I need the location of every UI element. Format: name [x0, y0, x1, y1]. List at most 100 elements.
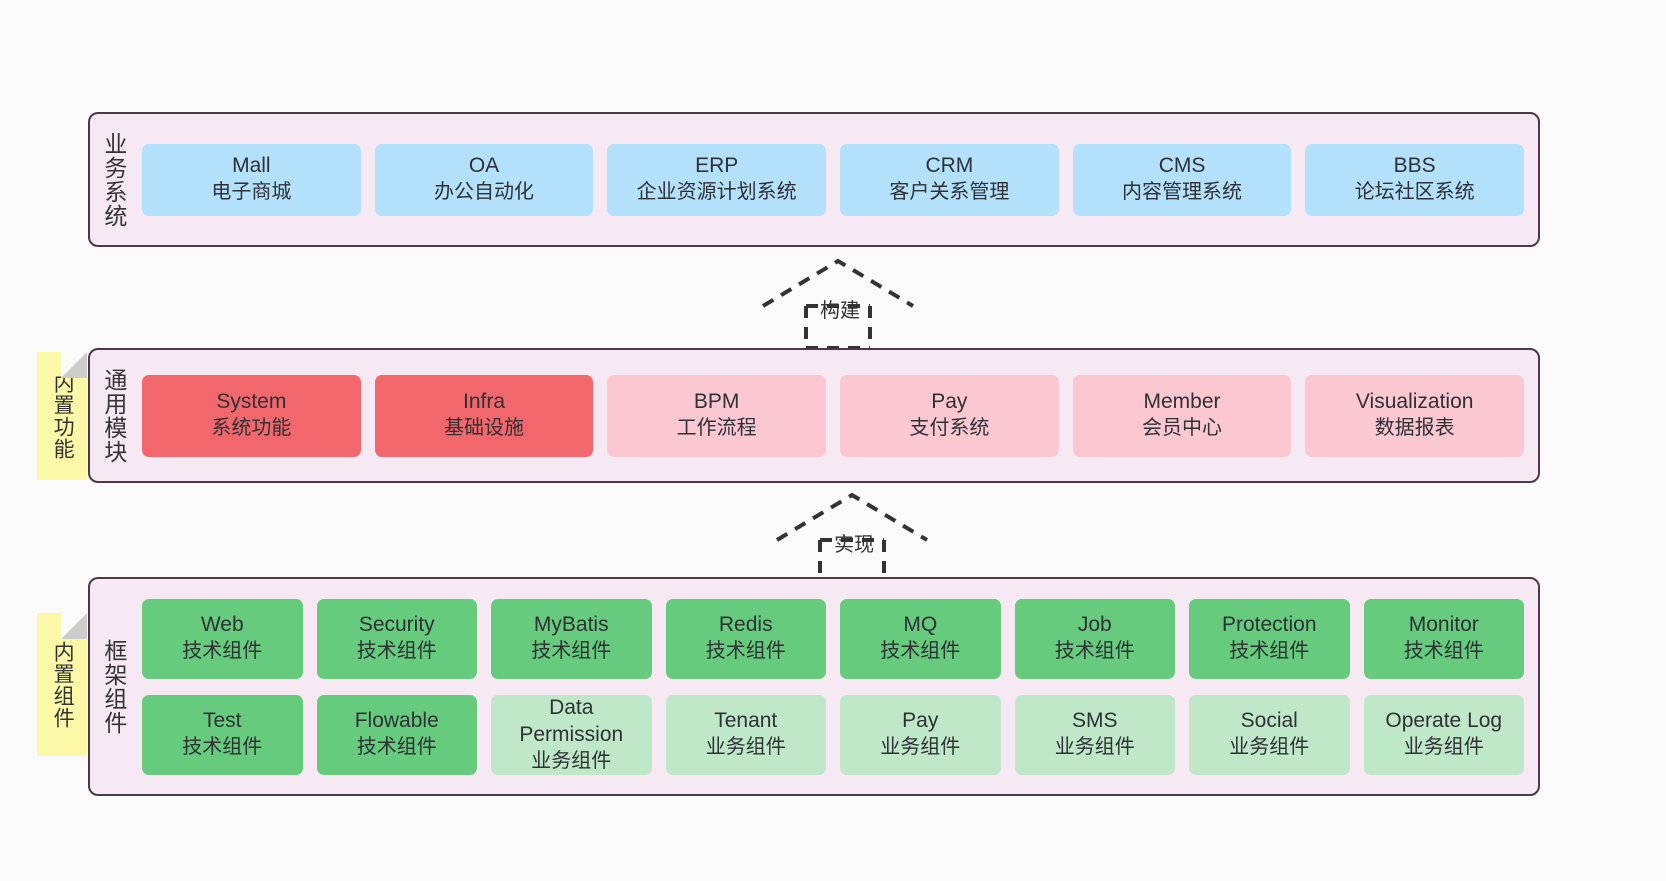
card-operate-log-subtitle: 业务组件 [1403, 736, 1484, 759]
connector-implement: 实现 [772, 492, 932, 584]
card-pay-module-subtitle: 支付系统 [909, 417, 990, 440]
card-pay-component-subtitle: 业务组件 [880, 736, 961, 759]
framework-components-card-group: Web 技术组件 Security 技术组件 MyBatis 技术组件 Redi… [136, 579, 1538, 794]
card-social-title: Social [1240, 709, 1298, 733]
card-web-title: Web [200, 613, 244, 637]
card-mq[interactable]: MQ 技术组件 [840, 598, 1001, 679]
note-builtin-components: 内置组件 [37, 613, 87, 756]
card-system[interactable]: System 系统功能 [142, 374, 361, 457]
card-pay-module-title: Pay [931, 390, 968, 414]
card-test[interactable]: Test 技术组件 [142, 694, 303, 775]
card-visualization[interactable]: Visualization 数据报表 [1305, 374, 1525, 457]
card-mq-subtitle: 技术组件 [880, 640, 961, 663]
card-mybatis[interactable]: MyBatis 技术组件 [491, 598, 652, 679]
layer-framework-components: 框架组件 Web 技术组件 Security 技术组件 MyBatis 技术组件… [88, 577, 1540, 796]
card-data-permission-title: Data Permission [519, 695, 624, 746]
card-crm-title: CRM [925, 154, 974, 178]
note-builtin-features-label: 内置功能 [51, 372, 75, 460]
card-cms-subtitle: 内容管理系统 [1122, 181, 1243, 204]
card-monitor-title: Monitor [1408, 613, 1479, 637]
framework-tech-row: Web 技术组件 Security 技术组件 MyBatis 技术组件 Redi… [142, 598, 1524, 679]
card-data-permission[interactable]: Data Permission 业务组件 [491, 694, 652, 775]
card-tenant-title: Tenant [714, 709, 778, 733]
business-systems-card-group: Mall 电子商城 OA 办公自动化 ERP 企业资源计划系统 CRM 客户关系… [136, 114, 1538, 245]
card-bpm[interactable]: BPM 工作流程 [607, 374, 827, 457]
layer-common-modules-label: 通用模块 [100, 367, 127, 464]
card-bbs[interactable]: BBS 论坛社区系统 [1305, 143, 1525, 216]
card-member-title: Member [1143, 390, 1221, 414]
card-tenant-subtitle: 业务组件 [705, 736, 786, 759]
card-pay-component-title: Pay [902, 709, 939, 733]
card-pay-component[interactable]: Pay 业务组件 [840, 694, 1001, 775]
card-flowable[interactable]: Flowable 技术组件 [316, 694, 477, 775]
card-mq-title: MQ [903, 613, 938, 637]
card-member-subtitle: 会员中心 [1142, 417, 1223, 440]
card-test-subtitle: 技术组件 [182, 736, 263, 759]
card-protection-title: Protection [1221, 613, 1317, 637]
card-job-subtitle: 技术组件 [1054, 640, 1135, 663]
card-security[interactable]: Security 技术组件 [316, 598, 477, 679]
card-social-subtitle: 业务组件 [1229, 736, 1310, 759]
card-protection-subtitle: 技术组件 [1229, 640, 1310, 663]
card-redis[interactable]: Redis 技术组件 [665, 598, 826, 679]
card-system-subtitle: 系统功能 [211, 417, 292, 440]
card-oa-title: OA [468, 154, 500, 178]
layer-business-systems-label: 业务系统 [100, 131, 127, 228]
business-systems-row: Mall 电子商城 OA 办公自动化 ERP 企业资源计划系统 CRM 客户关系… [142, 143, 1525, 216]
card-cms[interactable]: CMS 内容管理系统 [1072, 143, 1292, 216]
card-bpm-title: BPM [693, 390, 740, 414]
card-redis-subtitle: 技术组件 [705, 640, 786, 663]
card-redis-title: Redis [718, 613, 773, 637]
connector-implement-label: 实现 [834, 534, 874, 556]
card-sms-title: SMS [1071, 709, 1118, 733]
card-monitor[interactable]: Monitor 技术组件 [1363, 598, 1524, 679]
card-sms[interactable]: SMS 业务组件 [1014, 694, 1175, 775]
card-job[interactable]: Job 技术组件 [1014, 598, 1175, 679]
implement-arrowhead-icon [775, 492, 929, 542]
layer-business-systems: 业务系统 Mall 电子商城 OA 办公自动化 ERP 企业资源计划系统 CRM… [88, 112, 1540, 247]
note-builtin-features: 内置功能 [37, 352, 87, 480]
card-security-subtitle: 技术组件 [356, 640, 437, 663]
card-mybatis-title: MyBatis [533, 613, 609, 637]
card-flowable-subtitle: 技术组件 [356, 736, 437, 759]
card-protection[interactable]: Protection 技术组件 [1189, 598, 1350, 679]
card-web-subtitle: 技术组件 [182, 640, 263, 663]
card-mall-title: Mall [232, 154, 271, 178]
layer-common-modules: 通用模块 System 系统功能 Infra 基础设施 BPM 工作流程 Pay… [88, 348, 1540, 483]
card-oa[interactable]: OA 办公自动化 [374, 143, 594, 216]
card-system-title: System [216, 390, 287, 414]
connector-build-label: 构建 [820, 300, 860, 322]
card-infra-title: Infra [462, 390, 506, 414]
common-modules-card-group: System 系统功能 Infra 基础设施 BPM 工作流程 Pay 支付系统… [136, 350, 1538, 481]
layer-framework-components-label: 框架组件 [100, 638, 127, 735]
card-member[interactable]: Member 会员中心 [1072, 374, 1292, 457]
card-tenant[interactable]: Tenant 业务组件 [665, 694, 826, 775]
card-oa-subtitle: 办公自动化 [434, 181, 534, 204]
card-infra-subtitle: 基础设施 [444, 417, 524, 440]
card-visualization-title: Visualization [1355, 390, 1474, 414]
card-cms-title: CMS [1158, 154, 1206, 178]
card-social[interactable]: Social 业务组件 [1189, 694, 1350, 775]
card-flowable-title: Flowable [354, 709, 439, 733]
card-infra[interactable]: Infra 基础设施 [374, 374, 594, 457]
card-mall[interactable]: Mall 电子商城 [142, 143, 361, 216]
card-test-title: Test [202, 709, 242, 733]
card-visualization-subtitle: 数据报表 [1374, 417, 1455, 440]
card-sms-subtitle: 业务组件 [1054, 736, 1135, 759]
card-data-permission-subtitle: 业务组件 [531, 749, 612, 772]
note-builtin-components-label: 内置组件 [51, 640, 75, 729]
card-mybatis-subtitle: 技术组件 [531, 640, 612, 663]
card-security-title: Security [358, 613, 435, 637]
connector-build: 构建 [758, 258, 918, 350]
card-crm[interactable]: CRM 客户关系管理 [840, 143, 1059, 216]
card-erp[interactable]: ERP 企业资源计划系统 [607, 143, 827, 216]
card-operate-log[interactable]: Operate Log 业务组件 [1363, 694, 1524, 775]
framework-business-row: Test 技术组件 Flowable 技术组件 Data Permission … [142, 694, 1524, 775]
card-monitor-subtitle: 技术组件 [1403, 640, 1484, 663]
card-web[interactable]: Web 技术组件 [142, 598, 303, 679]
card-crm-subtitle: 客户关系管理 [889, 181, 1010, 204]
card-pay-module[interactable]: Pay 支付系统 [840, 374, 1059, 457]
card-bbs-subtitle: 论坛社区系统 [1354, 181, 1475, 204]
card-mall-subtitle: 电子商城 [211, 181, 292, 204]
build-arrowhead-icon [761, 258, 915, 308]
